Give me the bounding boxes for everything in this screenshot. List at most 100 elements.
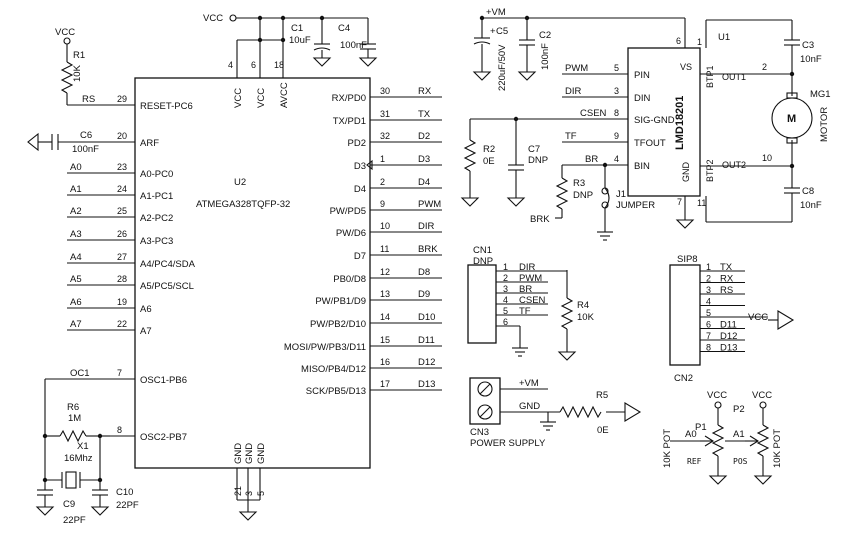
mcu-right-net-label: BRK (418, 244, 438, 255)
mcu-top-pin-name: AVCC (279, 82, 290, 108)
mcu-right-net-label: D11 (418, 335, 435, 346)
cn1-pin-num: 4 (503, 295, 508, 305)
p1-vcc-label: VCC (707, 390, 727, 401)
mcu-bottom-pin-num: 5 (256, 491, 266, 496)
mcu-right-pin-num: 2 (380, 177, 385, 187)
mcu-top-pin-num: 6 (251, 60, 256, 70)
driver-btp1-name: BTP1 (705, 65, 715, 88)
cn2-body (669, 264, 701, 366)
mcu-left-pin-name: A2-PC2 (140, 213, 173, 224)
c2-ref: C2 (539, 30, 551, 41)
c3-value: 10nF (800, 54, 822, 65)
c8-ref: C8 (802, 186, 814, 197)
driver-out2-name: OUT2 (722, 160, 746, 170)
cn1-pin-num: 1 (503, 262, 508, 272)
mcu-right-net-label: D3 (418, 154, 430, 165)
r1-value: 10K (72, 64, 83, 82)
cn3-caption: POWER SUPPLY (470, 438, 546, 449)
c3-ref: C3 (802, 40, 814, 51)
mcu-right-pin-num: 30 (380, 86, 390, 96)
cn1-ref: CN1 (473, 245, 492, 256)
driver-pin-num: 3 (614, 86, 619, 96)
c10-value: 22PF (116, 500, 139, 511)
cn2-pin-num: 2 (706, 274, 711, 284)
cn2-pin-num: 5 (706, 308, 711, 318)
mcu-left-pin-num: 20 (117, 131, 127, 141)
mg1-ref: MG1 (810, 89, 831, 100)
p1-sub: REF (687, 457, 702, 466)
cn1-pin-net: BR (519, 284, 532, 295)
c2-value: 100nF (540, 43, 551, 70)
cn2-pin-net: D13 (720, 343, 737, 354)
mcu-right-pin-num: 32 (380, 131, 390, 141)
p1-net: A0 (685, 429, 697, 440)
driver-vs-num: 6 (676, 36, 681, 46)
mcu-right-pin-num: 10 (380, 221, 390, 231)
mcu-vcc-label: VCC (203, 13, 223, 24)
mcu-right-net-label: D13 (418, 379, 435, 390)
p2-ref: P2 (733, 404, 745, 415)
driver-pin-num: 5 (614, 63, 619, 73)
mcu-right-pin-name: PW/D6 (336, 228, 366, 239)
c5-ref: C5 (496, 26, 508, 37)
driver-btp2-num: 11 (697, 198, 706, 208)
driver-pin-num: 8 (614, 108, 619, 118)
r2-value: 0E (483, 156, 495, 167)
mcu-right-net-label: D10 (418, 312, 435, 323)
cn2-pin-num: 4 (706, 297, 711, 307)
driver-out1-name: OUT1 (722, 72, 746, 82)
mcu-left-pin-name: A6 (140, 304, 152, 315)
mcu-left-pin-num: 29 (117, 94, 127, 104)
mcu-right-net-label: D2 (418, 131, 430, 142)
driver-net-label: DIR (565, 86, 582, 97)
p1-ref: P1 (695, 422, 707, 433)
mcu-right-pin-name: RX/PD0 (332, 93, 366, 104)
c6-ref: C6 (80, 130, 92, 141)
cn1-body (467, 264, 497, 344)
driver-net-label: BR (585, 154, 598, 165)
mcu-left-net-label: OC1 (70, 368, 90, 379)
r4-ref: R4 (577, 300, 589, 311)
mcu-ref: U2 (234, 177, 246, 188)
mcu-left-pin-name: A0-PC0 (140, 169, 173, 180)
mcu-right-pin-num: 11 (380, 244, 389, 254)
mcu-left-net-label: A4 (70, 252, 82, 263)
mcu-right-pin-num: 17 (380, 379, 390, 389)
driver-pin-num: 4 (614, 154, 619, 164)
mcu-right-pin-name: D4 (354, 184, 366, 195)
driver-net-label: PWM (565, 63, 588, 74)
mcu-left-pin-name: OSC1-PB6 (140, 375, 187, 386)
mcu-top-pin-name: VCC (256, 88, 267, 108)
mcu-right-net-label: TX (418, 109, 431, 120)
mcu-bottom-pin-num: 3 (244, 491, 254, 496)
cn2-pin-net: D12 (720, 331, 737, 342)
mcu-right-pin-num: 16 (380, 357, 390, 367)
mcu-left-net-label: A6 (70, 297, 82, 308)
d3-input-arrow (366, 159, 373, 171)
mg1-value: MOTOR (819, 107, 830, 142)
driver-net-label: TF (565, 131, 577, 142)
p2-sub: POS (733, 457, 748, 466)
driver-btp1-num: 1 (697, 37, 702, 47)
cn1-pin-num: 5 (503, 306, 508, 316)
driver-pin-name: BIN (634, 161, 650, 172)
mcu-left-net-label: A0 (70, 162, 82, 173)
c10-ref: C10 (116, 487, 133, 498)
c9-value: 22PF (63, 515, 86, 526)
driver-ref: U1 (718, 32, 730, 43)
mcu-part: ATMEGA328TQFP-32 (196, 199, 290, 210)
mcu-right-pin-name: TX/PD1 (333, 116, 366, 127)
mcu-left-pins: 29RESET-PC6RS20ARF23A0-PC0A024A1-PC1A125… (67, 94, 196, 443)
mcu-right-pin-num: 31 (380, 109, 390, 119)
mcu-top-pin-name: VCC (233, 88, 244, 108)
mcu-right-net-label: RX (418, 86, 432, 97)
mcu-right-net-label: DIR (418, 221, 435, 232)
c1-ref: C1 (291, 23, 303, 34)
x1-ref: X1 (77, 441, 89, 452)
r1-vcc-label: VCC (55, 27, 75, 38)
mcu-right-pin-name: PW/PB1/D9 (315, 296, 366, 307)
j1-ref: J1 (616, 189, 626, 200)
mcu-bottom-pin-name: GND (256, 443, 267, 464)
